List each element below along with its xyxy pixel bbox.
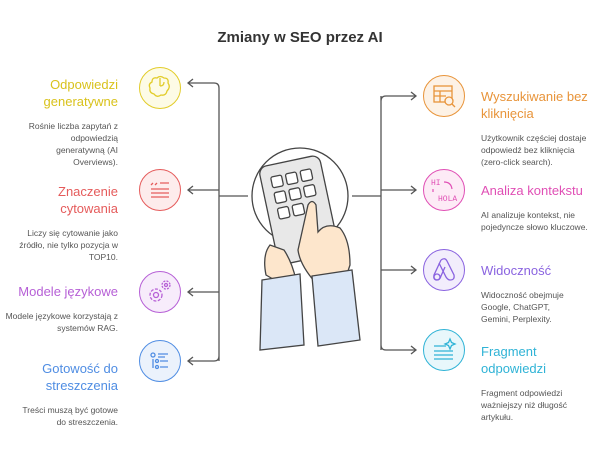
item-zero-click: Wyszukiwanie bez kliknięcia Użytkownik c… — [481, 88, 593, 168]
brain-icon — [139, 67, 181, 109]
item-title: Fragment odpowiedzi — [481, 344, 547, 376]
gears-icon — [139, 271, 181, 313]
svg-text:HOLA: HOLA — [438, 195, 457, 204]
item-desc: Fragment odpowiedzi ważniejszy niż długo… — [481, 388, 567, 422]
svg-text:HI: HI — [431, 179, 441, 188]
item-title: Znaczenie cytowania — [58, 184, 118, 216]
table-search-icon — [423, 75, 465, 117]
ads-logo-icon — [423, 249, 465, 291]
page-title: Zmiany w SEO przez AI — [217, 29, 383, 46]
item-context: Analiza kontekstu AI analizuje kontekst,… — [481, 182, 599, 233]
quote-icon — [139, 169, 181, 211]
item-summary-readiness: Gotowość do streszczenia Treści muszą by… — [0, 360, 118, 428]
list-icon — [139, 340, 181, 382]
item-desc: Treści muszą być gotowe do streszczenia. — [22, 405, 118, 427]
sparkle-text-icon — [423, 329, 465, 371]
item-title: Analiza kontekstu — [481, 183, 583, 198]
item-generative-answers: Odpowiedzi generatywne Rośnie liczba zap… — [0, 76, 118, 168]
item-answer-fragment: Fragment odpowiedzi Fragment odpowiedzi … — [481, 343, 593, 423]
item-title: Gotowość do streszczenia — [42, 361, 118, 393]
translate-icon: HI HOLA — [423, 169, 465, 211]
hand-tablet-illustration — [251, 147, 361, 351]
item-visibility: Widoczność Widoczność obejmuje Google, C… — [481, 262, 593, 325]
item-title: Odpowiedzi generatywne — [43, 77, 118, 109]
item-title: Modele językowe — [18, 284, 118, 299]
item-desc: Użytkownik częściej dostaje odpowiedź be… — [481, 133, 587, 167]
item-desc: Liczy się cytowanie jako źródło, nie tyl… — [19, 228, 118, 262]
item-desc: AI analizuje kontekst, nie pojedyncze sł… — [481, 210, 588, 232]
item-language-models: Modele językowe Modele językowe korzysta… — [0, 283, 118, 334]
item-citations: Znaczenie cytowania Liczy się cytowanie … — [0, 183, 118, 263]
item-title: Widoczność — [481, 263, 552, 278]
item-title: Wyszukiwanie bez kliknięcia — [481, 89, 588, 121]
item-desc: Rośnie liczba zapytań z odpowiedzią gene… — [28, 121, 118, 167]
item-desc: Modele językowe korzystają z systemów RA… — [5, 311, 118, 333]
item-desc: Widoczność obejmuje Google, ChatGPT, Gem… — [481, 290, 564, 324]
